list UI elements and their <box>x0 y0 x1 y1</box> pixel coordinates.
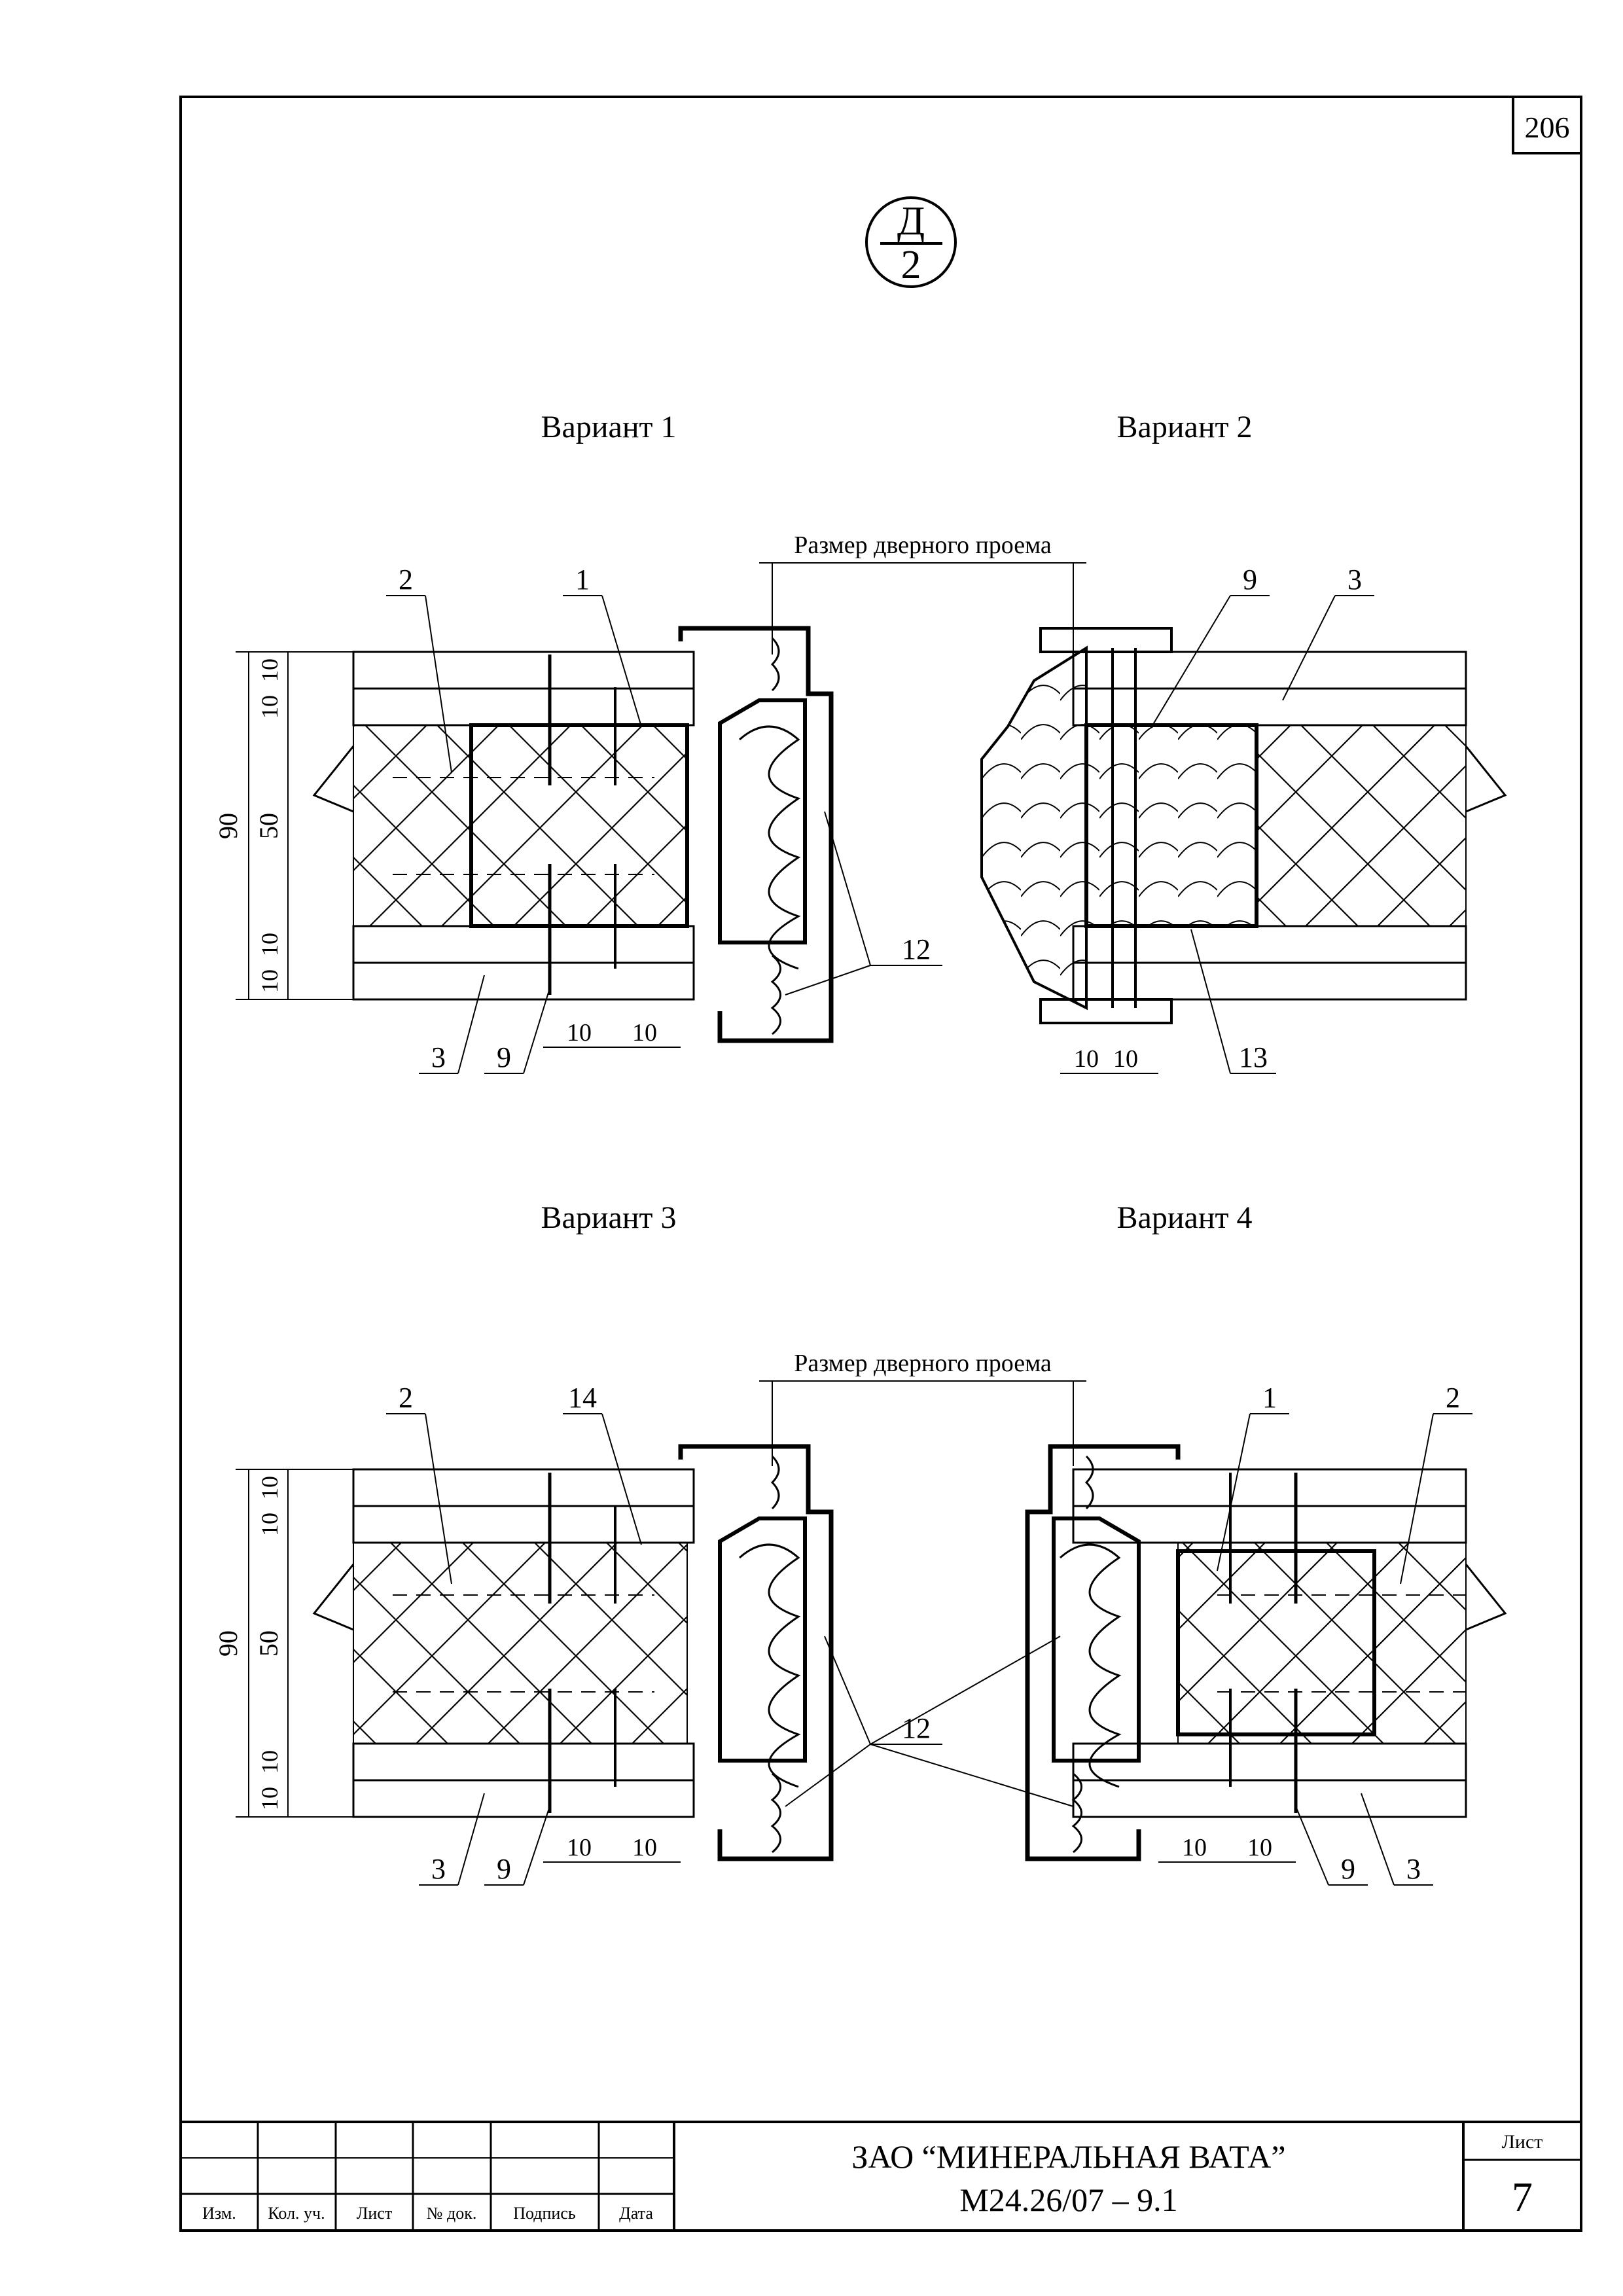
callout-v4-9: 9 <box>1341 1853 1355 1885</box>
callouts-v1: 2 1 12 3 9 <box>386 564 942 1074</box>
door-opening-dimension-bottom: Размер дверного проема <box>759 1350 1086 1466</box>
dim-layer-top-1: 10 <box>257 658 283 682</box>
title-block: Изм. Кол. уч. Лист № док. Подпись Дата З… <box>181 2121 1581 2231</box>
callouts-v3: 2 14 12 3 9 <box>386 1382 1074 1886</box>
dim-core-bottom: 50 <box>254 1630 283 1657</box>
dim-overall-top: 90 <box>213 813 243 839</box>
dim-spacing-v4-b: 10 <box>1247 1834 1272 1861</box>
dim-spacing-v2-b: 10 <box>1113 1045 1138 1073</box>
callout-v3-3: 3 <box>431 1853 446 1885</box>
variant-2-title: Вариант 2 <box>1117 410 1253 444</box>
door-opening-label-bottom: Размер дверного проема <box>794 1350 1052 1377</box>
dim-layer-top-2: 10 <box>257 695 283 719</box>
dim-spacing-v1-a: 10 <box>567 1019 592 1047</box>
callout-v2-13: 13 <box>1239 1041 1268 1073</box>
callout-v3-2: 2 <box>399 1382 413 1414</box>
detail-variant-1 <box>312 626 834 1043</box>
tb-organization: ЗАО “МИНЕРАЛЬНАЯ ВАТА” <box>851 2138 1285 2175</box>
tb-col-kol-uch: Кол. уч. <box>268 2204 325 2223</box>
callout-v1-2: 2 <box>399 564 413 596</box>
dim-layer-bottom-2: 10 <box>257 1513 283 1536</box>
dim-layer-top-3: 10 <box>257 933 283 956</box>
dim-spacing-v3-a: 10 <box>567 1834 592 1861</box>
callout-v3-12: 12 <box>902 1712 931 1744</box>
dim-spacing-v4-a: 10 <box>1182 1834 1207 1861</box>
detail-variant-2 <box>980 627 1507 1024</box>
callout-v3-9: 9 <box>497 1853 511 1885</box>
callout-v3-14: 14 <box>568 1382 597 1414</box>
dim-overall-bottom: 90 <box>213 1630 243 1657</box>
variant-4-title: Вариант 4 <box>1117 1200 1253 1235</box>
dim-spacing-v1-b: 10 <box>632 1019 657 1047</box>
dim-layer-bottom-3: 10 <box>257 1750 283 1774</box>
tb-col-date: Дата <box>619 2204 653 2223</box>
callouts-v2: 9 3 13 <box>1151 564 1374 1074</box>
vertical-dimensions-top: 90 50 10 10 10 10 <box>213 651 353 1000</box>
spacing-dims-v1: 10 10 <box>543 1019 681 1048</box>
section-marker-letter: Д <box>897 199 925 243</box>
dim-layer-bottom-1: 10 <box>257 1476 283 1499</box>
spacing-dims-v4: 10 10 <box>1158 1834 1296 1863</box>
tb-sheet-label: Лист <box>1502 2131 1543 2153</box>
detail-variant-3 <box>312 1444 834 1861</box>
door-opening-label-top: Размер дверного проема <box>794 531 1052 559</box>
detail-variant-4 <box>1025 1444 1507 1861</box>
callout-v1-9: 9 <box>497 1041 511 1073</box>
callout-v1-12: 12 <box>902 933 931 965</box>
door-opening-dimension-top: Размер дверного проема <box>759 531 1086 655</box>
dim-core-top: 50 <box>254 813 283 839</box>
page-number: 206 <box>1525 111 1570 144</box>
dim-layer-top-4: 10 <box>257 969 283 993</box>
callout-v4-1: 1 <box>1262 1382 1277 1414</box>
spacing-dims-v3: 10 10 <box>543 1834 681 1863</box>
callout-v1-3: 3 <box>431 1041 446 1073</box>
callouts-v4: 1 2 9 3 <box>1217 1382 1472 1886</box>
spacing-dims-v2: 10 10 <box>1060 1045 1158 1074</box>
dim-layer-bottom-4: 10 <box>257 1787 283 1810</box>
callout-v2-9: 9 <box>1243 564 1257 596</box>
variant-1-title: Вариант 1 <box>541 410 677 444</box>
tb-sheet-number: 7 <box>1512 2174 1533 2220</box>
callout-v1-1: 1 <box>575 564 590 596</box>
dim-spacing-v2-a: 10 <box>1074 1045 1099 1073</box>
tb-col-izm: Изм. <box>202 2204 236 2223</box>
tb-document-code: М24.26/07 – 9.1 <box>959 2181 1177 2218</box>
sheet-frame <box>179 96 1582 2232</box>
dim-spacing-v3-b: 10 <box>632 1834 657 1861</box>
section-marker-number: 2 <box>901 243 921 287</box>
tb-col-list: Лист <box>357 2204 392 2223</box>
section-marker: Д 2 <box>865 196 957 288</box>
variant-3-title: Вариант 3 <box>541 1200 677 1235</box>
callout-v2-3: 3 <box>1347 564 1362 596</box>
tb-col-doc-no: № док. <box>427 2204 477 2223</box>
callout-v4-2: 2 <box>1446 1382 1460 1414</box>
page-number-box <box>1512 96 1582 154</box>
callout-v4-3: 3 <box>1406 1853 1421 1885</box>
vertical-dimensions-bottom: 90 50 10 10 10 10 <box>213 1469 353 1818</box>
tb-col-signature: Подпись <box>513 2204 576 2223</box>
